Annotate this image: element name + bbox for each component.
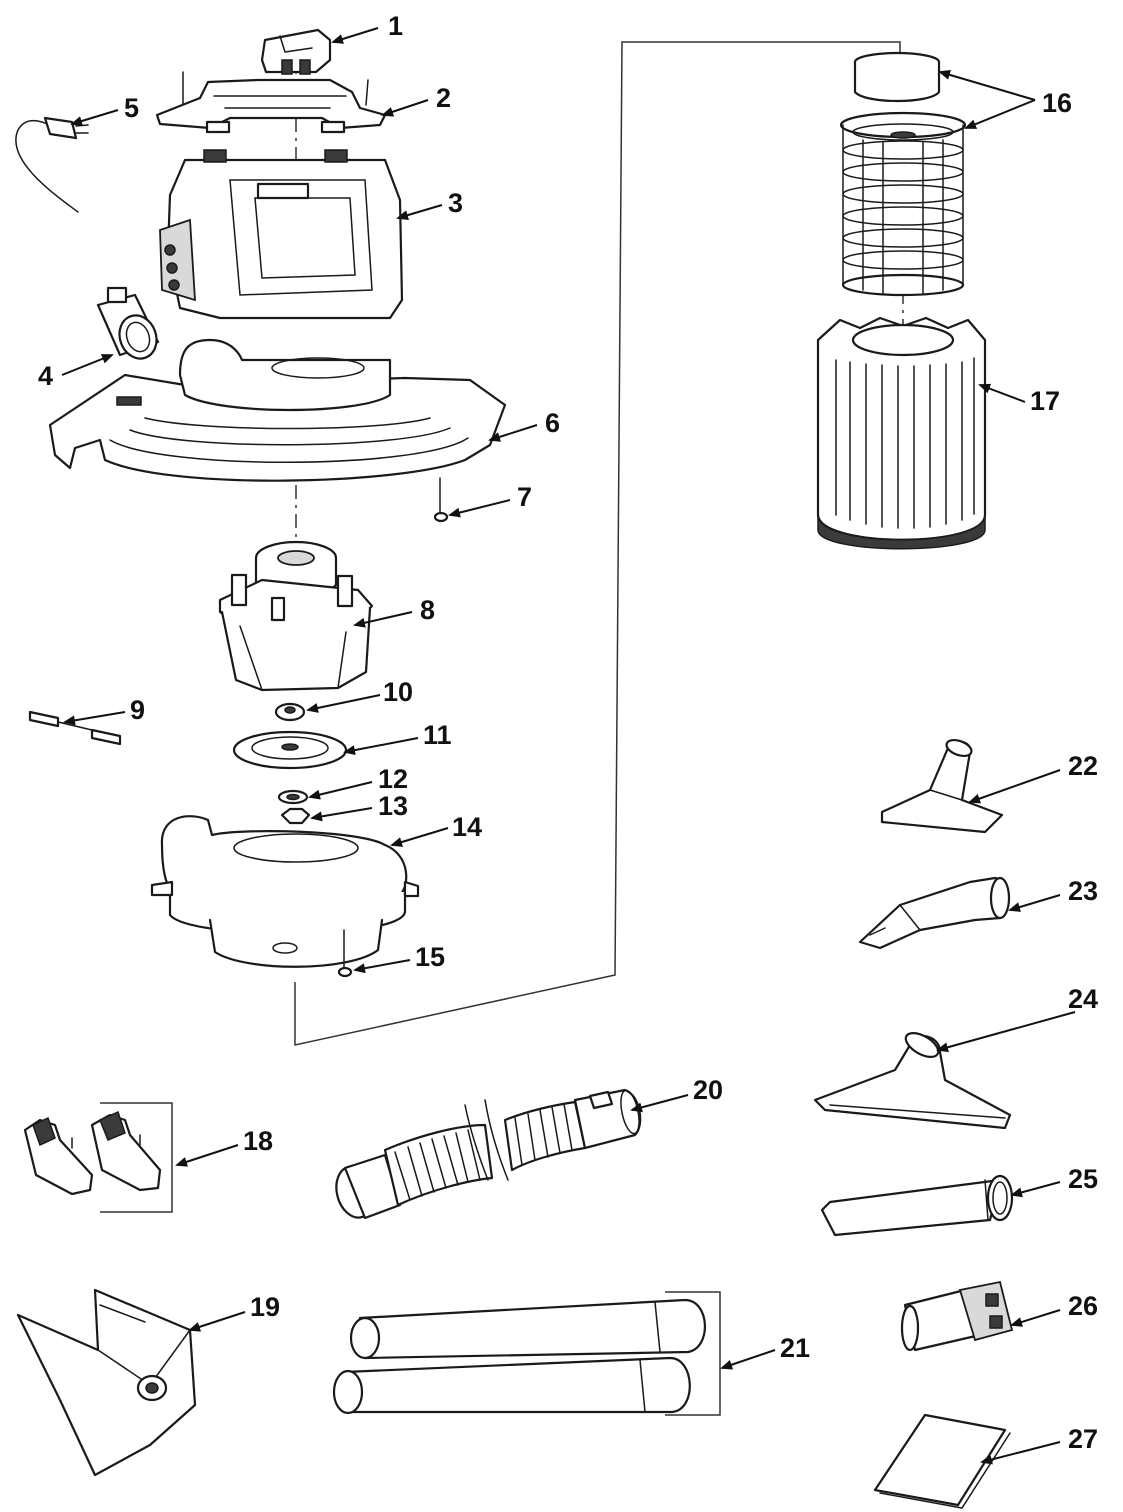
callout-7: 7 xyxy=(517,482,532,512)
callout-12: 12 xyxy=(378,764,408,794)
callout-17: 17 xyxy=(1030,386,1060,416)
part-motor-cover xyxy=(159,149,404,320)
callout-14: 14 xyxy=(452,812,482,842)
callout-21: 21 xyxy=(780,1333,810,1363)
callout-26: 26 xyxy=(1068,1291,1098,1321)
part-extension-nozzle xyxy=(820,1174,1014,1237)
callout-19: 19 xyxy=(250,1292,280,1322)
callout-20: 20 xyxy=(693,1075,723,1105)
callout-13: 13 xyxy=(378,791,408,821)
callout-labels: 1 2 3 4 5 6 7 8 9 10 11 12 13 14 15 16 1… xyxy=(38,11,1098,1454)
part-motor xyxy=(218,540,374,692)
leader-arrows xyxy=(61,27,1076,1465)
part-hose xyxy=(335,1088,642,1220)
callout-1: 1 xyxy=(388,11,403,41)
callout-25: 25 xyxy=(1068,1164,1098,1194)
part-impeller xyxy=(232,730,348,770)
part-screw-housing xyxy=(337,929,353,978)
part-spacer xyxy=(274,702,306,722)
callout-10: 10 xyxy=(383,677,413,707)
part-owners-manual xyxy=(873,1413,1011,1509)
part-cartridge-filter xyxy=(816,316,987,550)
part-switch xyxy=(260,28,332,75)
part-carbon-brushes xyxy=(28,710,122,746)
part-hose-coupling xyxy=(96,286,160,360)
part-handle xyxy=(155,71,387,134)
callout-27: 27 xyxy=(1068,1424,1098,1454)
part-floor-nozzle xyxy=(813,1031,1012,1130)
callout-24: 24 xyxy=(1068,984,1098,1014)
callout-18: 18 xyxy=(243,1126,273,1156)
callout-23: 23 xyxy=(1068,876,1098,906)
callout-11: 11 xyxy=(423,720,452,750)
part-dust-bag xyxy=(16,1288,197,1477)
part-screw-lid xyxy=(433,477,449,523)
part-adapter xyxy=(900,1280,1014,1352)
callout-3: 3 xyxy=(448,188,463,218)
part-latch-clips xyxy=(23,1102,173,1213)
callout-9: 9 xyxy=(130,695,145,725)
part-filter-housing xyxy=(150,815,420,968)
part-power-cord xyxy=(15,116,89,213)
callout-4: 4 xyxy=(38,361,53,391)
callout-5: 5 xyxy=(124,93,139,123)
part-float-cage xyxy=(839,51,967,297)
part-washer xyxy=(277,789,309,805)
callout-15: 15 xyxy=(415,942,445,972)
part-extension-wands xyxy=(332,1291,721,1416)
part-gulper-nozzle xyxy=(880,738,1004,834)
part-lid xyxy=(48,338,507,482)
part-nut xyxy=(280,807,311,825)
callout-6: 6 xyxy=(545,408,560,438)
callout-22: 22 xyxy=(1068,751,1098,781)
part-claw-nozzle xyxy=(858,876,1011,950)
callout-2: 2 xyxy=(436,83,451,113)
assembly-connector-line xyxy=(294,41,901,1046)
callout-8: 8 xyxy=(420,595,435,625)
callout-16: 16 xyxy=(1042,88,1072,118)
